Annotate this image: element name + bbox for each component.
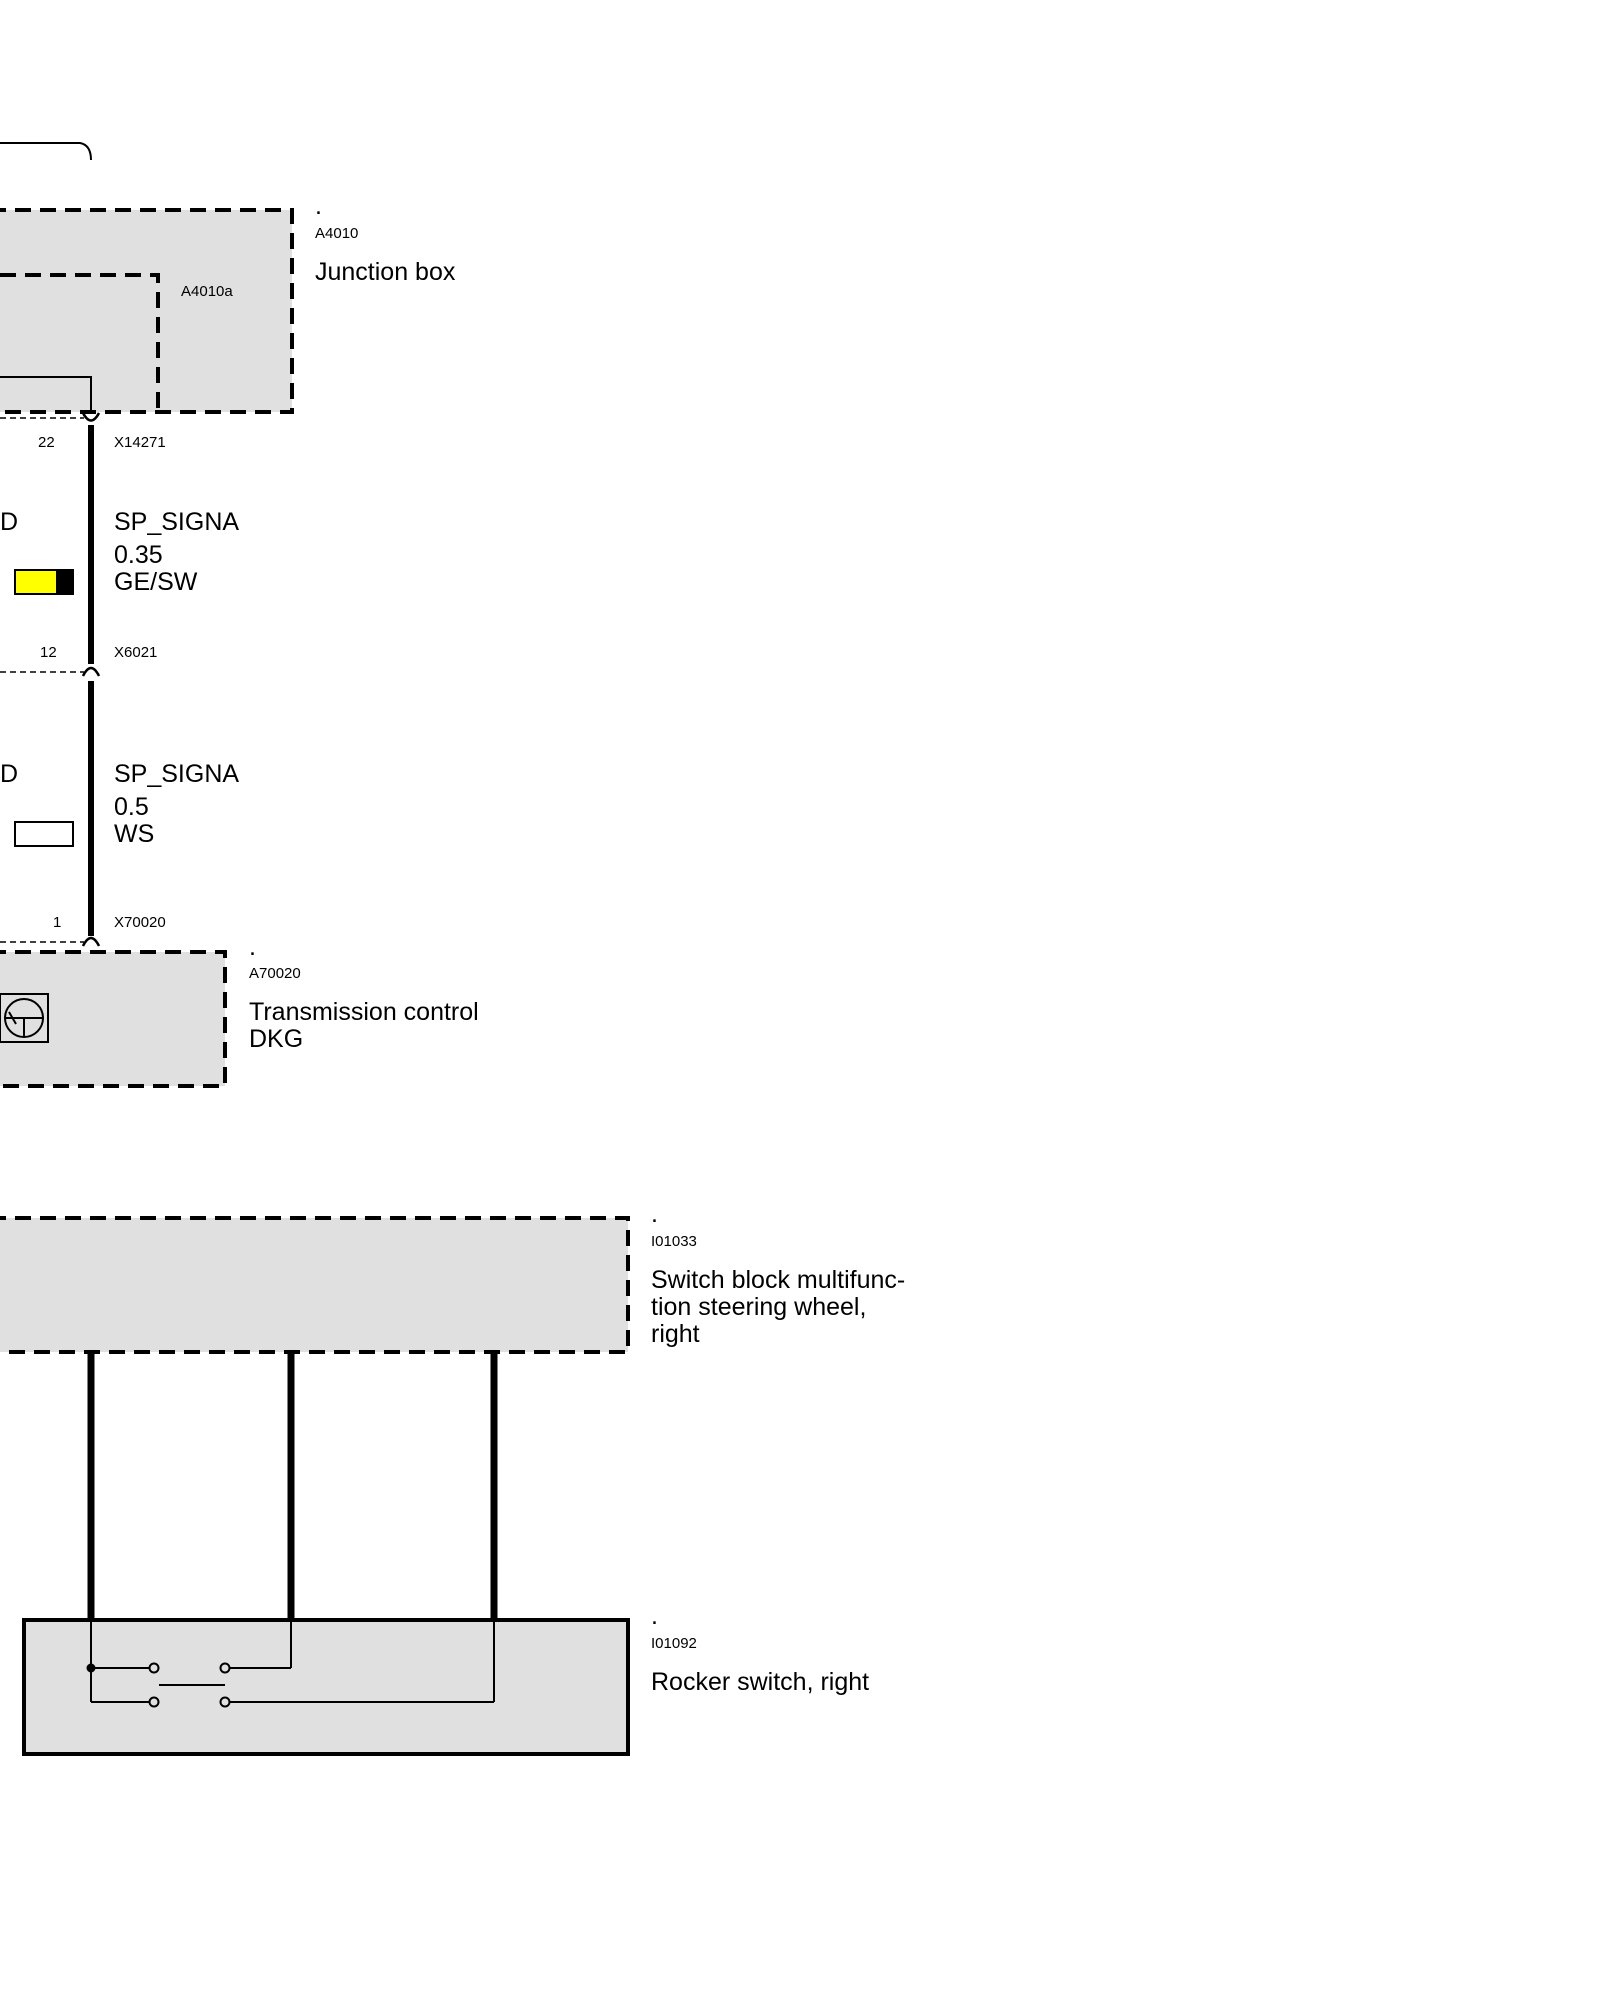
wire-1-left-cut-label: D bbox=[0, 508, 18, 536]
junction-box-id: A4010 bbox=[315, 225, 358, 242]
transmission-control-name-line2: DKG bbox=[249, 1025, 303, 1053]
switch-block-name-line3: right bbox=[651, 1320, 700, 1348]
connector-x14271-socket bbox=[81, 412, 101, 422]
rocker-switch-outline bbox=[22, 1618, 630, 1756]
switch-block[interactable]: . I01033 Switch block multifunc- tion st… bbox=[0, 1200, 905, 1354]
connector-x70020-pin: 1 bbox=[53, 914, 61, 931]
rocker-switch-internal-circuit bbox=[86, 1620, 495, 1708]
connector-x70020: 1 X70020 bbox=[0, 914, 166, 947]
wire-1-color-swatch bbox=[14, 569, 74, 595]
wire-2-color-swatch bbox=[14, 821, 74, 847]
rocker-switch-dot: . bbox=[651, 1602, 658, 1630]
wire-1-color-code: GE/SW bbox=[114, 568, 198, 596]
junction-box-internal-wire bbox=[0, 376, 92, 412]
wire-2-signal: SP_SIGNA bbox=[114, 760, 239, 788]
switch-block-dot: . bbox=[651, 1200, 658, 1228]
connector-x70020-socket bbox=[81, 936, 101, 947]
junction-box[interactable]: A4010a . A4010 Junction box bbox=[0, 192, 456, 414]
transmission-control-dot: . bbox=[249, 933, 256, 961]
transmission-control[interactable]: . A70020 Transmission control DKG bbox=[0, 933, 479, 1088]
rocker-switch-name: Rocker switch, right bbox=[651, 1668, 869, 1696]
connector-x70020-id: X70020 bbox=[114, 914, 166, 931]
connector-x14271: 22 X14271 bbox=[0, 412, 166, 451]
wire-1-signal: SP_SIGNA bbox=[114, 508, 239, 536]
connector-x6021-pin: 12 bbox=[40, 644, 57, 661]
junction-box-dot: . bbox=[315, 192, 322, 220]
switch-block-outline bbox=[0, 1216, 630, 1354]
wire-1-size: 0.35 bbox=[114, 541, 163, 569]
switch-block-id: I01033 bbox=[651, 1233, 697, 1250]
junction-box-sub-id: A4010a bbox=[181, 283, 233, 300]
junction-box-name: Junction box bbox=[315, 258, 456, 286]
connector-x14271-pin: 22 bbox=[38, 434, 55, 451]
transmission-control-id: A70020 bbox=[249, 965, 301, 982]
switch-block-name-line1: Switch block multifunc- bbox=[651, 1266, 905, 1294]
connector-x6021-id: X6021 bbox=[114, 644, 157, 661]
top-bracket bbox=[0, 142, 92, 161]
wire-2-left-cut-label: D bbox=[0, 760, 18, 788]
rocker-switch-id: I01092 bbox=[651, 1635, 697, 1652]
rocker-switch[interactable]: . I01092 Rocker switch, right bbox=[22, 1602, 869, 1756]
switch-block-name-line2: tion steering wheel, bbox=[651, 1293, 866, 1321]
connector-x6021-socket bbox=[81, 666, 101, 677]
connector-x14271-id: X14271 bbox=[114, 434, 166, 451]
junction-box-outline bbox=[0, 208, 294, 414]
transmission-control-name-line1: Transmission control bbox=[249, 998, 479, 1026]
connector-x6021: 12 X6021 bbox=[0, 644, 157, 677]
steering-wheel-icon bbox=[0, 993, 49, 1043]
wire-2-size: 0.5 bbox=[114, 793, 149, 821]
wire-2-color-code: WS bbox=[114, 820, 154, 848]
junction-box-inner-outline bbox=[0, 273, 160, 412]
